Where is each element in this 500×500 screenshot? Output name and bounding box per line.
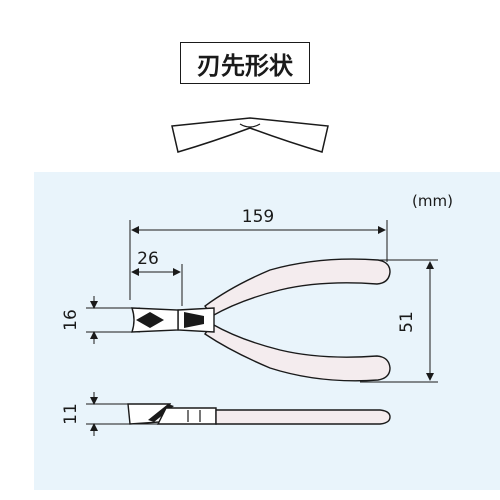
side-joint [156, 407, 217, 425]
dim-head-length: 26 [131, 249, 183, 306]
blade-shape-label: 刃先形状 [180, 42, 310, 84]
pliers-top-view [131, 258, 391, 382]
blade-edge-bevel [239, 123, 261, 128]
lower-handle [204, 323, 391, 382]
upper-handle [204, 258, 391, 317]
dimension-panel [34, 172, 500, 490]
dim-text-16: 16 [61, 309, 81, 331]
blade-edge-shape [171, 117, 329, 153]
units-label: (mm) [412, 192, 453, 210]
dim-overall-length: 159 [129, 207, 388, 300]
dim-text-159: 159 [242, 207, 274, 227]
dim-head-height: 16 [61, 296, 140, 344]
pliers-side-view [127, 403, 391, 425]
dim-text-51: 51 [397, 311, 417, 333]
side-handle [215, 409, 391, 425]
dim-text-26: 26 [137, 249, 159, 269]
blade-shape-text: 刃先形状 [197, 51, 293, 80]
dim-thickness: 11 [61, 392, 160, 436]
cutting-edge [136, 312, 164, 328]
pivot-detail [184, 312, 204, 328]
dim-overall-height: 51 [360, 259, 438, 383]
dim-text-11: 11 [61, 403, 81, 425]
blade-edge-profile [160, 108, 340, 158]
blade-edge-svg [171, 117, 329, 153]
